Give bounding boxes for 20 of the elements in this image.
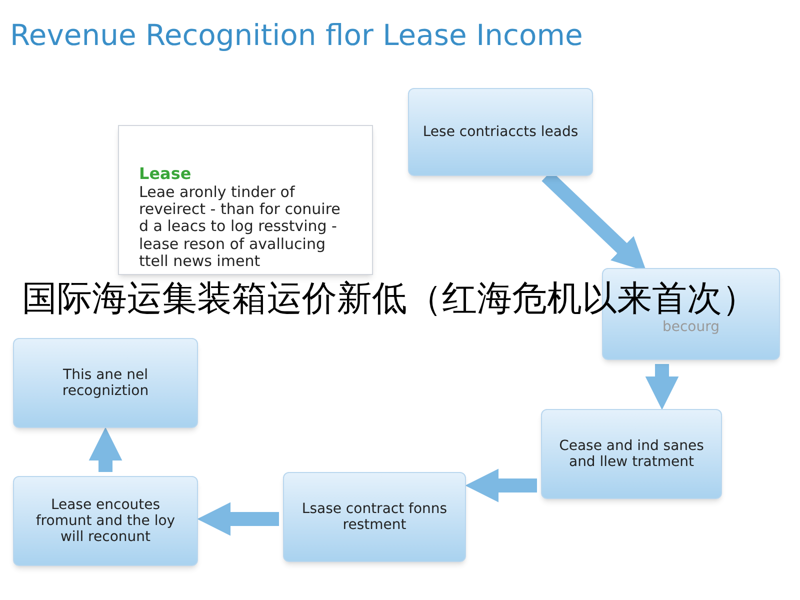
box-text: becourg — [662, 318, 720, 335]
overlay-headline: 国际海运集装箱运价新低（红海危机以来首次） — [22, 282, 757, 317]
text-card — [118, 125, 373, 275]
arrow — [465, 468, 537, 502]
process-box — [13, 476, 198, 566]
process-box — [13, 338, 198, 428]
arrow — [645, 364, 679, 410]
process-box — [283, 472, 466, 562]
process-box — [408, 88, 593, 176]
box-text: Lsase contract fonns restment — [300, 500, 448, 534]
box-text: Lease encoutes fromunt and the loy will reconunt — [34, 496, 176, 546]
card-text: Leae aronly tinder of reveirect - than for conuire d a leacs to log resstving - lease reson of avallucing ttell news iment — [139, 184, 342, 270]
process-box — [541, 409, 722, 499]
arrow — [88, 427, 122, 472]
box-text: This ane nel recogniztion — [61, 366, 150, 400]
box-text: Cease and ind sanes and llew tratment — [558, 438, 705, 470]
arrow — [197, 502, 279, 536]
card-heading: Lease — [139, 164, 192, 184]
box-text: Lese contriaccts leads — [422, 124, 578, 140]
title: Revenue Recognition flor Lease Income — [10, 17, 583, 54]
